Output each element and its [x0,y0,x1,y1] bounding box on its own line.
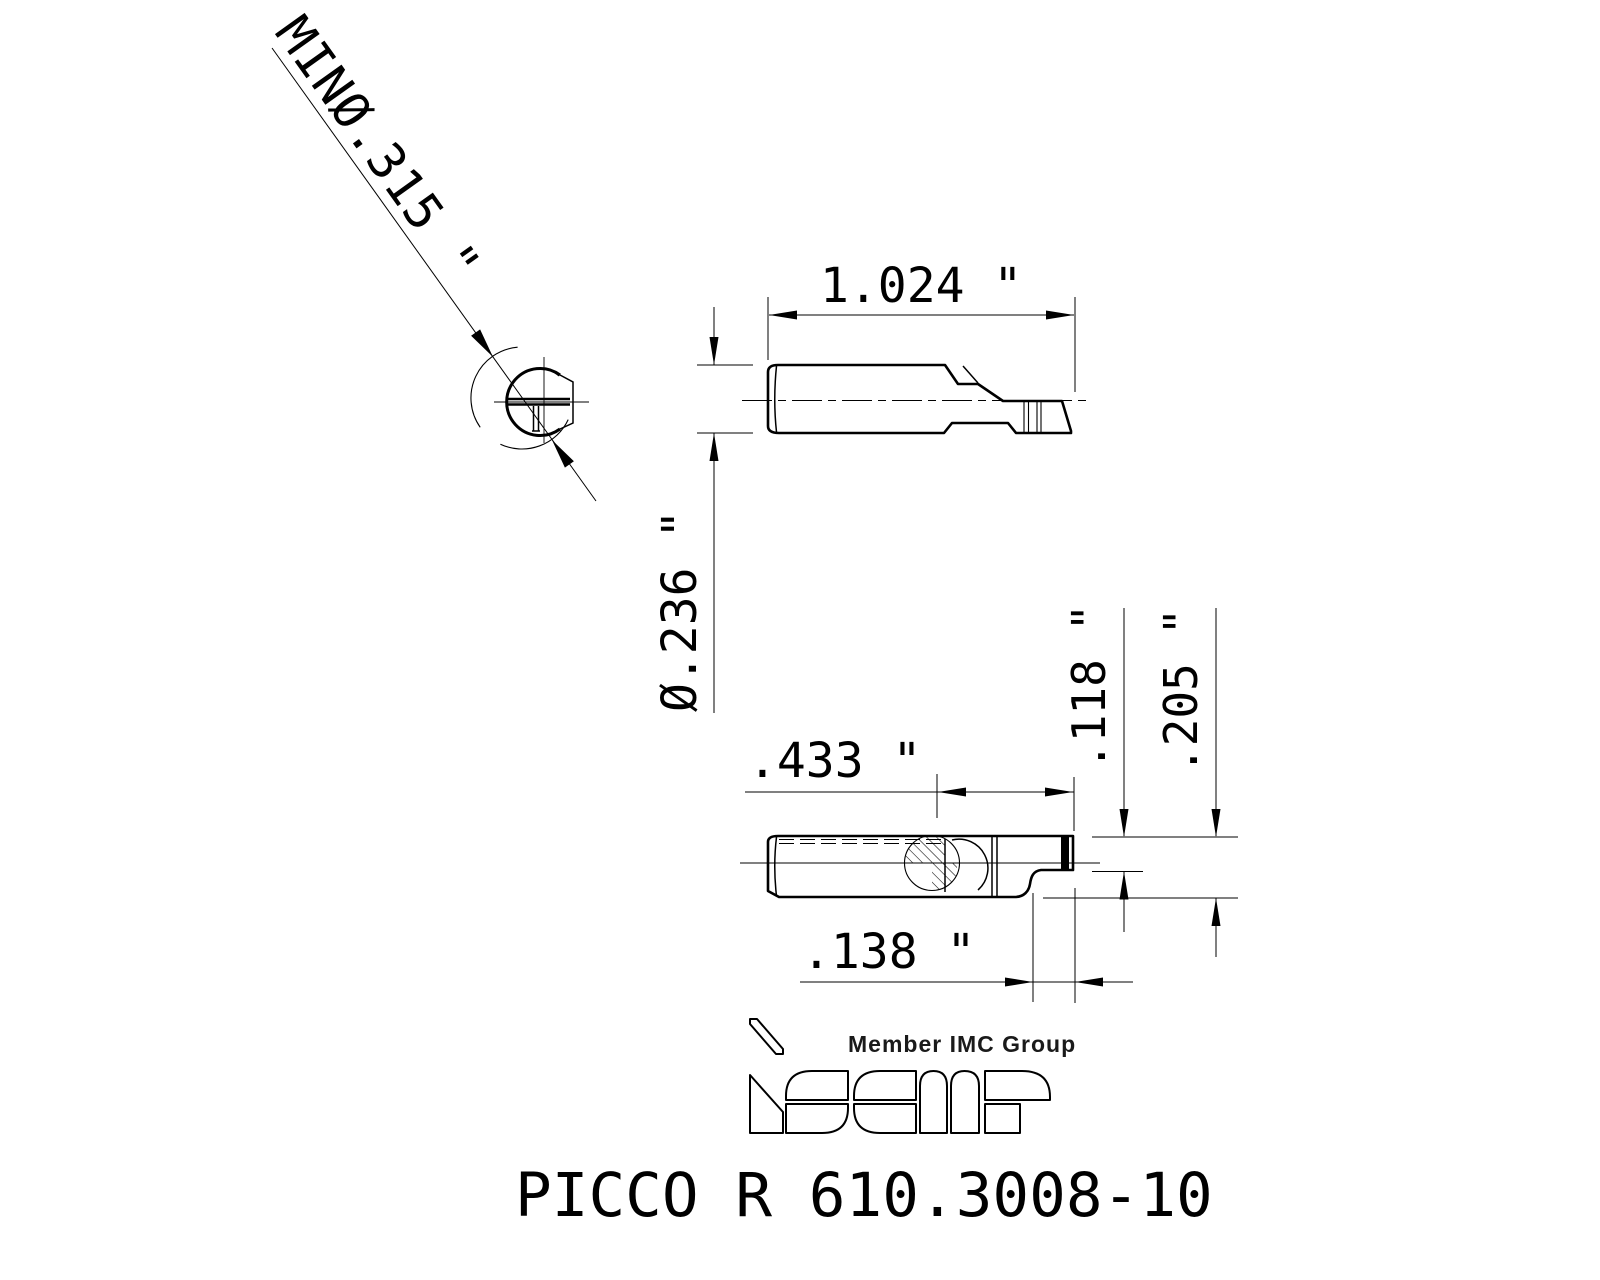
leader-arrowhead-upper [471,329,493,357]
cutting-edge-bar [1061,836,1069,870]
member-imc-group-tagline: Member IMC Group [848,1031,1077,1057]
end-view [271,47,597,502]
lower-body-profile [766,834,1075,899]
dim-shank-diameter-label: Ø.236 " [652,509,708,712]
min-bore-leader-line [271,47,597,502]
dim-overall-length-label: 1.024 " [820,258,1023,314]
insert-pocket-circle [903,834,961,892]
dim-shank-diameter-lines [697,307,753,713]
dim-head-height-label: .205 " [1154,607,1208,774]
end-view-slot [507,397,570,406]
dim-tip-length-lines [800,888,1133,1003]
side-view-upper [697,297,1090,713]
upper-body-profile [766,363,1073,435]
leader-arrowhead-lower [552,440,574,468]
dim-overall-length-lines [767,297,1076,392]
end-view-crosshair [494,357,589,443]
iscar-logo [749,1018,1051,1134]
product-code: PICCO R 610.3008-10 [515,1160,1213,1231]
dim-tip-length-label: .138 " [802,924,976,980]
dim-cut-depth-lines [1092,608,1238,932]
side-view-lower [740,608,1238,1003]
dim-head-length-lines [745,774,1075,831]
dim-cut-depth-label: .118 " [1062,603,1116,770]
dim-head-length-label: .433 " [748,733,922,789]
